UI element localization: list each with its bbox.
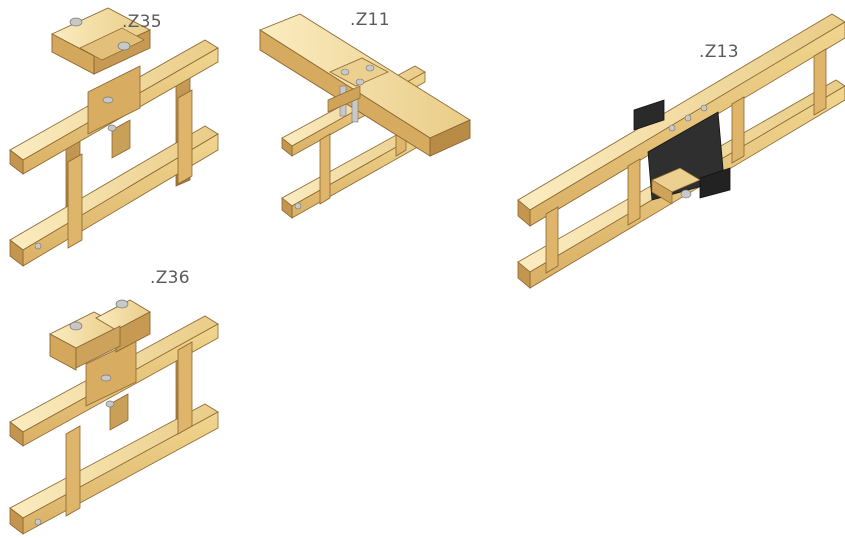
label-z35: .Z35 bbox=[122, 12, 162, 32]
z13-splice-icon bbox=[517, 13, 845, 289]
z11-crossbeam-icon bbox=[259, 13, 471, 219]
z35-bracket-icon bbox=[9, 7, 219, 267]
label-z36: .Z36 bbox=[150, 268, 190, 288]
label-z13: .Z13 bbox=[699, 42, 739, 62]
label-z11: .Z11 bbox=[350, 10, 390, 30]
z36-bracket-icon bbox=[9, 299, 219, 535]
